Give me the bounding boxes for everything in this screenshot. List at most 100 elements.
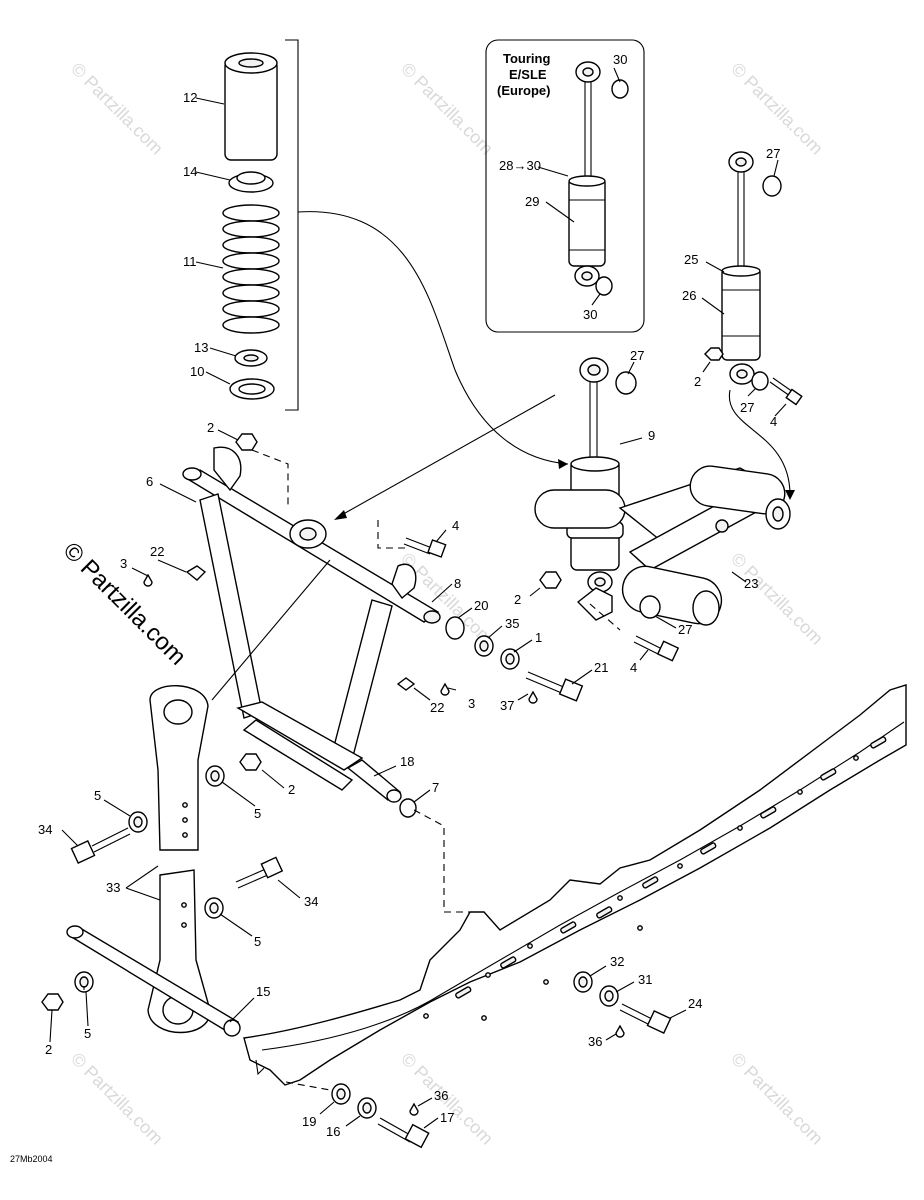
bolt	[619, 1003, 672, 1034]
callout-13: 13	[194, 340, 208, 355]
callout-24: 24	[688, 996, 702, 1011]
suspension-rail	[243, 684, 907, 1086]
callout-12: 12	[183, 90, 197, 105]
watermark: © Partzilla.com	[727, 549, 827, 649]
callout-6: 6	[146, 474, 153, 489]
drop-icon	[615, 1024, 625, 1038]
watermark: © Partzilla.com	[67, 59, 167, 159]
drop-icon	[143, 573, 153, 587]
variant-line-1: Touring	[503, 51, 550, 66]
drop-icon	[528, 690, 538, 704]
callout-10: 10	[190, 364, 204, 379]
callout-21: 21	[594, 660, 608, 675]
bushing	[762, 175, 782, 197]
callout-9: 9	[648, 428, 655, 443]
callout-22: 22	[430, 700, 444, 715]
inset-frame	[485, 39, 645, 333]
spring-kit-group: 12 14 11 13 10	[183, 39, 569, 469]
bolt	[403, 537, 447, 558]
callout-30: 30	[613, 52, 627, 67]
arm-tube	[689, 465, 786, 515]
variant-line-3: (Europe)	[497, 83, 550, 98]
bushing	[751, 371, 769, 391]
watermark: © Partzilla.com	[727, 1049, 827, 1149]
drop-icon	[440, 682, 450, 696]
bushing	[611, 79, 629, 99]
rear-arm-assembly: 23 27 2 4	[514, 465, 791, 675]
callout-32: 32	[610, 954, 624, 969]
callout-27: 27	[766, 146, 780, 161]
callout-5: 5	[84, 1026, 91, 1041]
callout-28-30: 28→30	[499, 158, 541, 173]
bolt	[70, 827, 131, 864]
bolt	[633, 635, 680, 662]
callout-2: 2	[207, 420, 214, 435]
callout-7: 7	[432, 780, 439, 795]
callout-26: 26	[682, 288, 696, 303]
link-plate	[149, 684, 209, 851]
drop-icon	[409, 1102, 419, 1116]
callout-34: 34	[38, 822, 52, 837]
callout-3: 3	[468, 696, 475, 711]
callout-14: 14	[183, 164, 197, 179]
callout-27: 27	[630, 348, 644, 363]
callout-22: 22	[150, 544, 164, 559]
callout-33: 33	[106, 880, 120, 895]
callout-18: 18	[400, 754, 414, 769]
callout-15: 15	[256, 984, 270, 999]
callout-34: 34	[304, 894, 318, 909]
bushing	[445, 616, 465, 640]
callout-36: 36	[434, 1088, 448, 1103]
bushing	[595, 276, 613, 296]
callout-8: 8	[454, 576, 461, 591]
callout-16: 16	[326, 1124, 340, 1139]
lower-fasteners: 19 16 36 17	[285, 1081, 454, 1149]
callout-27: 27	[740, 400, 754, 415]
bolt	[377, 1117, 430, 1149]
callout-5: 5	[254, 806, 261, 821]
watermark: © Partzilla.com	[67, 1049, 167, 1149]
callout-1: 1	[535, 630, 542, 645]
callout-2: 2	[514, 592, 521, 607]
callout-4: 4	[770, 414, 777, 429]
coil-spring	[222, 204, 280, 334]
callout-4: 4	[452, 518, 459, 533]
callout-31: 31	[638, 972, 652, 987]
grease-fitting	[396, 677, 416, 691]
callout-3: 3	[120, 556, 127, 571]
callout-2: 2	[694, 374, 701, 389]
spring-cover	[224, 59, 278, 161]
nut	[235, 433, 258, 451]
callout-30: 30	[583, 307, 597, 322]
bushing	[615, 371, 637, 395]
callout-17: 17	[440, 1110, 454, 1125]
touring-shock	[568, 61, 606, 287]
callout-5: 5	[94, 788, 101, 803]
callout-23: 23	[744, 576, 758, 591]
watermark: © Partzilla.com	[397, 59, 497, 159]
touring-variant-inset: Touring E/SLE (Europe) 30 28→30 29 30	[485, 39, 645, 333]
callout-25: 25	[684, 252, 698, 267]
rear-shock-assembly: 27 25 26 2 27 4	[682, 146, 803, 500]
callout-37: 37	[500, 698, 514, 713]
nut	[704, 347, 724, 361]
callout-2: 2	[288, 782, 295, 797]
bolt	[235, 856, 284, 889]
bolt	[525, 671, 584, 702]
variant-line-2: E/SLE	[509, 67, 547, 82]
shock-body	[721, 267, 761, 361]
figure-code: 27Mb2004	[10, 1154, 53, 1164]
callout-2: 2	[45, 1042, 52, 1057]
callout-35: 35	[505, 616, 519, 631]
callout-27: 27	[678, 622, 692, 637]
grease-fitting	[185, 565, 207, 581]
watermark: © Partzilla.com	[727, 59, 827, 159]
link-plates-group: 5 5 2 34 33 34 5 15 5 2	[38, 684, 318, 1057]
rail-fasteners: 32 31 24 36	[573, 954, 702, 1049]
callout-29: 29	[525, 194, 539, 209]
nut	[539, 571, 562, 589]
callout-36: 36	[588, 1034, 602, 1049]
callout-20: 20	[474, 598, 488, 613]
bushing	[399, 798, 417, 818]
